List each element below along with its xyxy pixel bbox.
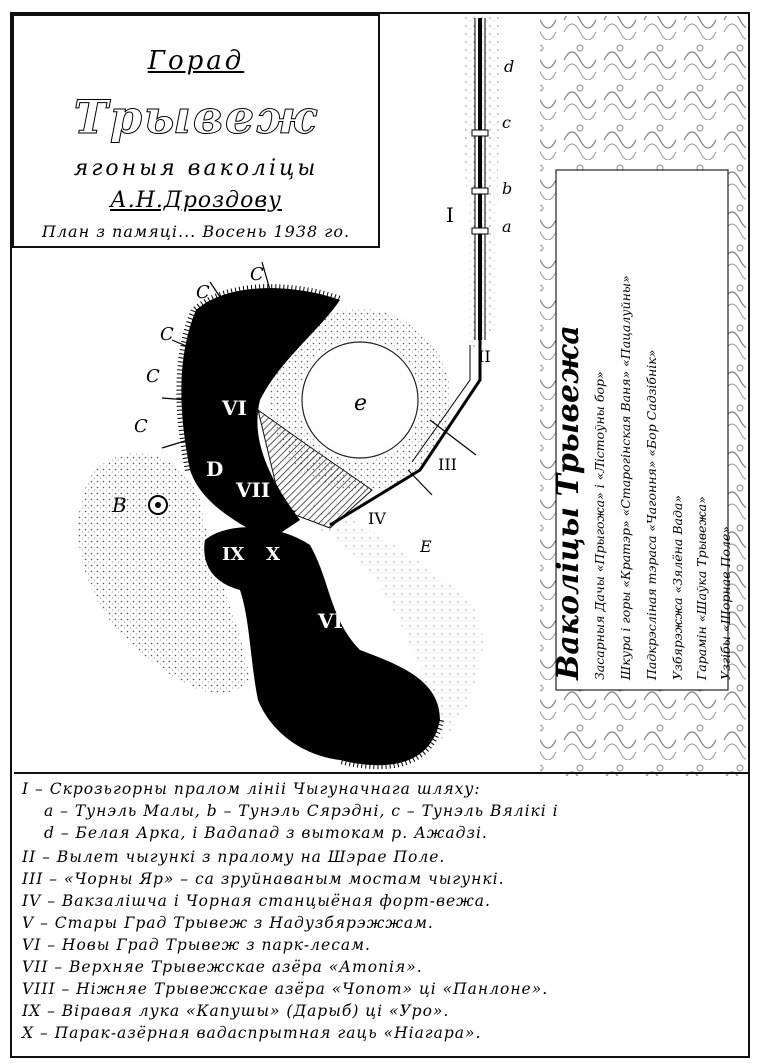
label-b: B	[111, 493, 127, 517]
side-title-sub-6: Узгібы «Шорнае Поле»	[718, 526, 733, 680]
legend-row-1: I – Скрозьгорны пралом лініі Чыгуначнага…	[22, 780, 481, 798]
c-marks	[161, 261, 271, 449]
label-roman-i: I	[446, 203, 454, 227]
label-roman-iv: IV	[368, 509, 386, 528]
legend-row-12: X – Парак-азёрная вадаспрытная гаць «Ніа…	[22, 1024, 482, 1042]
lake-lower	[204, 527, 440, 766]
legend-row-11: IX – Віравая лука «Капушы» (Дарыб) ці «У…	[22, 1002, 450, 1020]
side-title-panel	[555, 169, 729, 691]
label-b-tunnel: b	[502, 179, 512, 198]
label-c-tunnel: c	[502, 113, 511, 132]
tunnel-mark-b	[471, 187, 489, 195]
legend-row-3: d – Белая Арка, і Вадапад з вытокам р. А…	[44, 824, 488, 842]
tunnel-mark-a	[471, 227, 489, 235]
side-title-sub-1: Засарныя Дачы «Прыгожа» і «Лістоўны бор»	[592, 371, 607, 680]
label-roman-iii: III	[438, 455, 457, 474]
label-c-3: C	[146, 366, 160, 387]
legend-row-9: VII – Верхняе Трывежскае азёра «Атопія».	[22, 958, 423, 976]
side-title-sub-5: Гарамін «Шаўка Трывежа»	[694, 496, 709, 681]
legend-row-10: VIII – Ніжняе Трывежскае азёра «Чопот» ц…	[22, 980, 549, 998]
side-title-main: Ваколіцы Трывежа	[551, 325, 586, 681]
title-line-dedication: А.Н.Дроздову	[110, 188, 282, 213]
frame-left	[10, 12, 12, 1058]
label-crater-e: e	[354, 391, 367, 416]
title-line-name: Трывеж	[73, 90, 319, 145]
label-roman-vi: VI	[221, 396, 247, 420]
label-d-arch: d	[504, 57, 514, 76]
legend-row-6: IV – Вакзалішча і Чорная станцыёная форт…	[22, 892, 491, 910]
frame-right	[748, 12, 750, 1058]
label-e: E	[419, 537, 432, 556]
title-line-city: Горад	[147, 46, 245, 76]
side-title-sub-3: Падкрэсліная тэраса «Чагоння» «Бор Садзі…	[644, 350, 659, 681]
frame-top	[10, 12, 750, 14]
label-roman-ix: IX	[222, 544, 244, 565]
lake-upper	[181, 288, 340, 540]
legend-row-7: V – Стары Град Трывеж з Надузбярэжжам.	[22, 914, 434, 932]
label-d: D	[206, 457, 223, 481]
label-a: a	[502, 217, 512, 236]
crater-e	[301, 341, 419, 459]
side-title-sub-2: Шкура і горы «Кратэр» «Старогінская Ваня…	[618, 275, 633, 681]
map-legend: I – Скрозьгорны пралом лініі Чыгуначнага…	[14, 772, 749, 1058]
legend-row-4: II – Вылет чыгункі з пралому на Шэрае По…	[22, 848, 446, 866]
title-cartouche: Горад Трывеж ягоныя ваколіцы А.Н.Дроздов…	[12, 14, 380, 248]
label-c-4: C	[134, 416, 148, 437]
label-roman-v: V	[283, 507, 296, 526]
side-title-text: Ваколіцы Трывежа Засарныя Дачы «Прыгожа»…	[551, 275, 733, 681]
hills-east	[310, 500, 483, 740]
label-roman-ii: II	[478, 347, 491, 366]
title-line-surroundings: ягоныя ваколіцы	[73, 156, 319, 181]
label-c-5: C	[160, 324, 174, 345]
frame-bottom	[10, 1056, 750, 1058]
label-c-1: C	[250, 264, 264, 285]
label-c-2: C	[196, 282, 210, 303]
title-line-plan-note: План з памяці... Восень 1938 го.	[41, 222, 351, 241]
tunnel-mark-c	[471, 129, 489, 137]
railway-curve	[329, 340, 482, 527]
label-roman-viii: VIII	[317, 609, 362, 633]
label-roman-x: X	[266, 544, 280, 565]
legend-row-5: III – «Чорны Яр» – са зруйнаваным мостам…	[22, 870, 505, 888]
legend-row-2: a – Тунэль Малы, b – Тунэль Сярэдні, c –…	[44, 802, 559, 820]
hills-west	[78, 453, 250, 694]
legend-row-8: VI – Новы Град Трывеж з парк-лесам.	[22, 936, 371, 954]
side-title-sub-4: Узбярэжжа «Зялёна Вада»	[670, 495, 685, 680]
label-roman-vii: VII	[235, 478, 270, 502]
